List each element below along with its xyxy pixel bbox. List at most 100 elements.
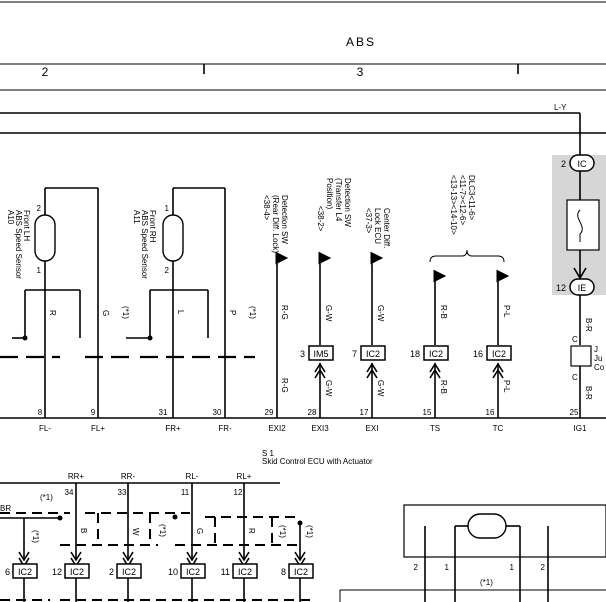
ecu-pin-number: 17 <box>360 408 369 417</box>
detection-label: <38-2> <box>316 206 325 232</box>
wire-option-note: (*1) <box>31 530 40 543</box>
detection-label: <38-4> <box>262 195 271 221</box>
connector-ic-label: IC <box>578 159 588 169</box>
ecu-pin-number: 15 <box>423 408 432 417</box>
junction-connector <box>570 345 592 367</box>
detection-label: (Transfer L4 <box>334 178 343 222</box>
component-pin: 2 <box>414 563 419 572</box>
connector-ic2: IC2 2 <box>109 551 142 579</box>
dlc3-label: <11-7><12-6> <box>458 175 467 225</box>
sensor-front-lh: 2 1 A10 ABS Speed Sensor Front LH R G (*… <box>6 187 130 418</box>
ecu-pin-number: 29 <box>265 408 274 417</box>
wire-label-r: R <box>48 310 57 316</box>
chevron-down-icon <box>573 267 587 280</box>
dlc3-label: DLC3<11-6> <box>467 175 476 221</box>
wire-option-note: (*1) <box>158 524 167 537</box>
ecu-pin-row: 8 9 31 30 29 28 17 15 16 25 FL- FL+ FR+ … <box>0 408 606 433</box>
ecu-pin-number: 30 <box>213 408 222 417</box>
connector-ie-bottom <box>569 278 595 296</box>
rear-sensor-component: 2 1 1 2 (*1) <box>339 504 606 602</box>
connector-pin: 11 <box>221 567 230 577</box>
label-co: Co <box>594 363 605 372</box>
connector-pin: 18 <box>410 349 420 359</box>
header-title: ABS <box>346 35 376 49</box>
wire-label: G-W <box>324 380 333 397</box>
section-number-right: 3 <box>357 65 366 79</box>
sensor-pin-bottom: 1 <box>37 266 42 275</box>
detection-label: <37-3> <box>364 208 373 234</box>
wire-label-g: G <box>101 310 110 316</box>
ecu-pin-label: EXI2 <box>268 424 286 433</box>
ecu-pin-label: EXI <box>366 424 379 433</box>
fuse-icon <box>577 209 583 242</box>
connector-pin: 12 <box>52 567 62 577</box>
rear-pin-number: 34 <box>65 488 74 497</box>
connector-box <box>180 563 206 579</box>
connector-name: IC2 <box>238 567 252 577</box>
sensor-id: A11 <box>132 210 141 224</box>
connector-ic2: IC2 6 <box>5 551 38 579</box>
junction-pin-bottom: 12 <box>556 283 566 293</box>
component-pin: 1 <box>445 563 450 572</box>
ecu-pin-label: EXI3 <box>311 424 329 433</box>
connector-im5: IM5 3 <box>300 345 334 379</box>
wire-label: R-G <box>280 378 289 393</box>
speed-sensor-icon <box>162 214 184 262</box>
connector-pin: 16 <box>473 349 483 359</box>
label-ju: Ju <box>594 354 602 363</box>
connector-ic2: IC2 12 <box>52 551 90 579</box>
label-j: J <box>594 345 598 354</box>
rear-pin-label: RL+ <box>237 472 252 481</box>
wire-label-p: P <box>228 310 237 315</box>
mid-connectors: IM5 3 IC2 7 IC2 18 IC2 16 <box>300 345 512 379</box>
sensor-side: Front LH <box>22 210 31 241</box>
junction-block: IC 2 IE 12 <box>552 154 606 296</box>
connector-pin: 3 <box>300 349 305 359</box>
rear-pin-label: RL- <box>186 472 199 481</box>
wire-label: R-B <box>439 305 448 319</box>
connector-ic2: IC2 16 <box>473 345 512 379</box>
wire-label-br-2: B-R <box>584 386 593 400</box>
wire-option-note: (*1) <box>480 578 493 587</box>
connector-pin: 7 <box>352 349 357 359</box>
connector-ic-top <box>569 154 595 172</box>
splice-dot <box>297 520 303 526</box>
speed-sensor-icon <box>467 513 507 539</box>
section-number-left: 2 <box>42 65 51 79</box>
ecu-pin-label: FL- <box>39 424 51 433</box>
ecu-pin-number: 31 <box>159 408 168 417</box>
connector-arrow-icon <box>314 362 326 379</box>
ecu-name: Skid Control ECU with Actuator <box>262 457 373 466</box>
detection-label: Detection SW <box>343 178 352 227</box>
connector-pin: 2 <box>109 567 114 577</box>
wire-label: G-W <box>324 305 333 322</box>
wire-option-note: (*1) <box>305 525 314 538</box>
ecu-pin-label: FR+ <box>165 424 181 433</box>
connector-name: IC2 <box>70 567 84 577</box>
wire-label: R-G <box>280 305 289 320</box>
connector-box <box>360 345 386 361</box>
wire-label-ly: L-Y <box>554 103 567 112</box>
ecu-pin-number: 25 <box>570 408 579 417</box>
ecu-pin-number: 28 <box>308 408 317 417</box>
detection-label: Detection SW <box>280 195 289 244</box>
connector-box <box>308 345 334 361</box>
rear-pin-label: RR+ <box>68 472 85 481</box>
connector-arrow-icon <box>429 362 441 379</box>
rear-wiring: BR (*1) B W G R (*1) (*1) (*1) (*1) <box>0 483 314 560</box>
connector-box <box>423 345 449 361</box>
wire-label-b: B <box>79 528 88 533</box>
connector-pin: 8 <box>281 567 286 577</box>
connector-name: IC2 <box>294 567 308 577</box>
power-wire: L-Y <box>0 103 606 155</box>
sensor-pin-top: 1 <box>165 204 170 213</box>
wire-label-r: R <box>247 528 256 534</box>
label-c2: C <box>572 373 578 382</box>
sensor-id: A10 <box>6 210 15 225</box>
ecu-pin-label: FR- <box>218 424 232 433</box>
wire-label-br: B-R <box>584 318 593 332</box>
wire-label-l: L <box>176 310 185 315</box>
wire-label-br: BR <box>0 504 11 513</box>
component-pin: 1 <box>510 563 515 572</box>
